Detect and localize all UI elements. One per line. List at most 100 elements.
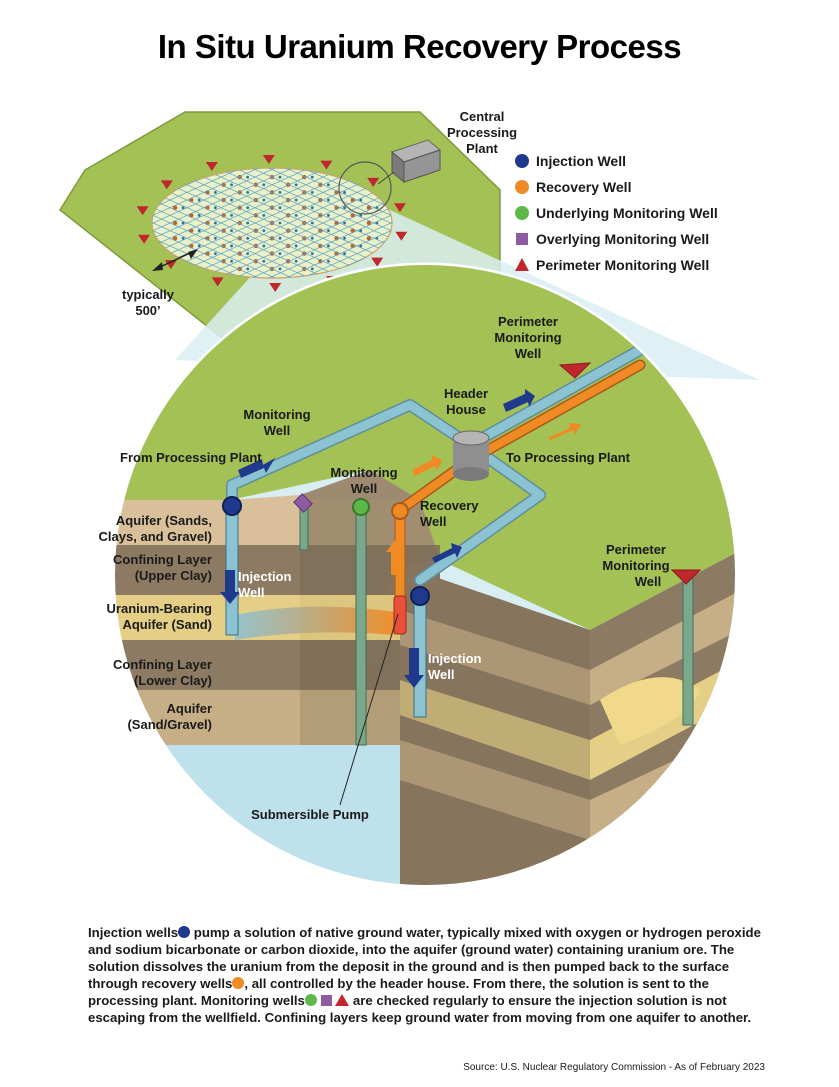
- legend-label: Perimeter Monitoring Well: [536, 257, 710, 273]
- overlying-monitoring-well-head-icon: [293, 493, 313, 513]
- injection-well-head-left-icon: [222, 496, 242, 516]
- grid-recovery-dot: [318, 182, 323, 187]
- grid-line: [152, 168, 392, 278]
- distance-label: 500’: [135, 303, 160, 318]
- grid-injection-dot: [197, 244, 201, 248]
- grid-injection-dot: [246, 191, 250, 194]
- perimeter-right-label-2: Monitoring: [602, 558, 669, 573]
- legend-item-injection: Injection Well: [514, 148, 744, 174]
- perimeter-well-triangle: [136, 206, 149, 216]
- grid-line: [152, 168, 392, 278]
- arrow-recovery-up-icon: [386, 540, 404, 575]
- perimeter-right-label-3: Well: [635, 574, 662, 589]
- grid-injection-dot: [181, 206, 185, 210]
- central-processing-plant-icon: [390, 139, 442, 184]
- grid-recovery-dot: [366, 220, 372, 226]
- grid-injection-dot: [262, 259, 266, 263]
- from-plant-label: From Processing Plant: [120, 450, 262, 465]
- perimeter-well-triangle: [164, 260, 177, 270]
- grid-injection-dot: [359, 213, 363, 217]
- legend-label: Underlying Monitoring Well: [536, 205, 718, 221]
- grid-injection-dot: [278, 236, 282, 240]
- arrow-from-plant-icon: [238, 458, 275, 478]
- grid-recovery-dot: [172, 220, 178, 226]
- layer-2-label-1: Confining Layer: [113, 552, 212, 567]
- grid-injection-dot: [327, 213, 330, 217]
- layer-5-label-2: (Sand/Gravel): [127, 717, 212, 732]
- to-plant-label: To Processing Plant: [506, 450, 631, 465]
- blue-circle-icon: [514, 153, 530, 169]
- grid-line: [152, 168, 392, 278]
- grid-injection-dot: [310, 221, 314, 225]
- grid-line: [152, 168, 354, 278]
- grid-injection-dot: [359, 229, 363, 233]
- legend-item-overlying: Overlying Monitoring Well: [514, 226, 744, 252]
- blue-circle-icon: [178, 926, 191, 938]
- grid-injection-dot: [294, 244, 298, 248]
- perimeter-well-triangle: [367, 177, 380, 187]
- legend-item-recovery: Recovery Well: [514, 174, 744, 200]
- injection-right-label-2: Well: [428, 667, 455, 682]
- central-plant-label-3: Plant: [466, 141, 498, 156]
- groundwater: [115, 745, 400, 885]
- recovery-well-label-1: Recovery: [420, 498, 479, 513]
- grid-recovery-dot: [221, 259, 226, 264]
- grid-injection-dot: [294, 183, 298, 187]
- layer-4-label-2: (Lower Clay): [134, 673, 212, 688]
- grid-injection-dot: [343, 252, 346, 256]
- grid-injection-dot: [327, 198, 330, 202]
- grid-injection-dot: [230, 229, 233, 233]
- grid-injection-dot: [230, 244, 233, 248]
- legend-item-perimeter: Perimeter Monitoring Well: [514, 252, 744, 278]
- recovery-well-head-icon: [391, 502, 409, 520]
- orange-circle-icon: [232, 977, 245, 989]
- grid-injection-dot: [246, 221, 250, 225]
- grid-line: [152, 168, 392, 278]
- grid-injection-dot: [294, 198, 298, 202]
- grid-injection-dot: [278, 206, 282, 210]
- grid-injection-dot: [310, 206, 314, 210]
- grid-recovery-dot: [172, 236, 178, 241]
- grid-injection-dot: [310, 236, 314, 240]
- central-plant-label-1: Central: [460, 109, 505, 124]
- grid-line: [152, 168, 392, 278]
- arrow-to-plant-icon: [548, 423, 581, 440]
- red-triangle-icon: [335, 994, 350, 1006]
- arrow-header-in-icon: [503, 389, 535, 412]
- grid-injection-dot: [310, 267, 314, 271]
- grid-injection-dot: [213, 221, 217, 225]
- grid-recovery-dot: [172, 205, 178, 210]
- perimeter-well-head-right-icon: [670, 569, 702, 585]
- legend-label: Overlying Monitoring Well: [536, 231, 710, 247]
- typically-label: typically: [122, 287, 175, 302]
- caption: Injection wells pump a solution of nativ…: [88, 924, 768, 1026]
- perimeter-well-triangle: [138, 234, 151, 244]
- injection-well-head-right-icon: [410, 586, 430, 606]
- grid-injection-dot: [197, 229, 201, 233]
- grid-injection-dot: [327, 244, 330, 248]
- grid-injection-dot: [246, 252, 250, 256]
- grid-recovery-dot: [318, 197, 323, 203]
- flow-arrows: [220, 389, 581, 688]
- grid-injection-dot: [343, 236, 346, 240]
- perimeter-well-triangle: [269, 282, 282, 292]
- grid-recovery-dot: [366, 205, 372, 210]
- monitoring-left-label-1: Monitoring: [243, 407, 310, 422]
- grid-injection-dot: [278, 221, 282, 225]
- grid-injection-dot: [246, 206, 250, 210]
- grid-recovery-dot: [318, 243, 323, 249]
- legend-label: Recovery Well: [536, 179, 632, 195]
- grid-injection-dot: [230, 183, 233, 187]
- grid-injection-dot: [343, 221, 346, 225]
- grid-injection-dot: [278, 267, 282, 271]
- grid-recovery-dot: [318, 213, 323, 218]
- grid-line: [152, 168, 388, 278]
- legend: Injection Well Recovery Well Underlying …: [514, 148, 744, 278]
- layer-5-label-1: Aquifer: [167, 701, 213, 716]
- perimeter-well-triangle: [395, 231, 408, 241]
- grid-recovery-dot: [221, 213, 226, 218]
- perimeter-well-triangle: [211, 277, 224, 287]
- grid-injection-dot: [294, 213, 298, 217]
- header-house-icon: [452, 430, 490, 481]
